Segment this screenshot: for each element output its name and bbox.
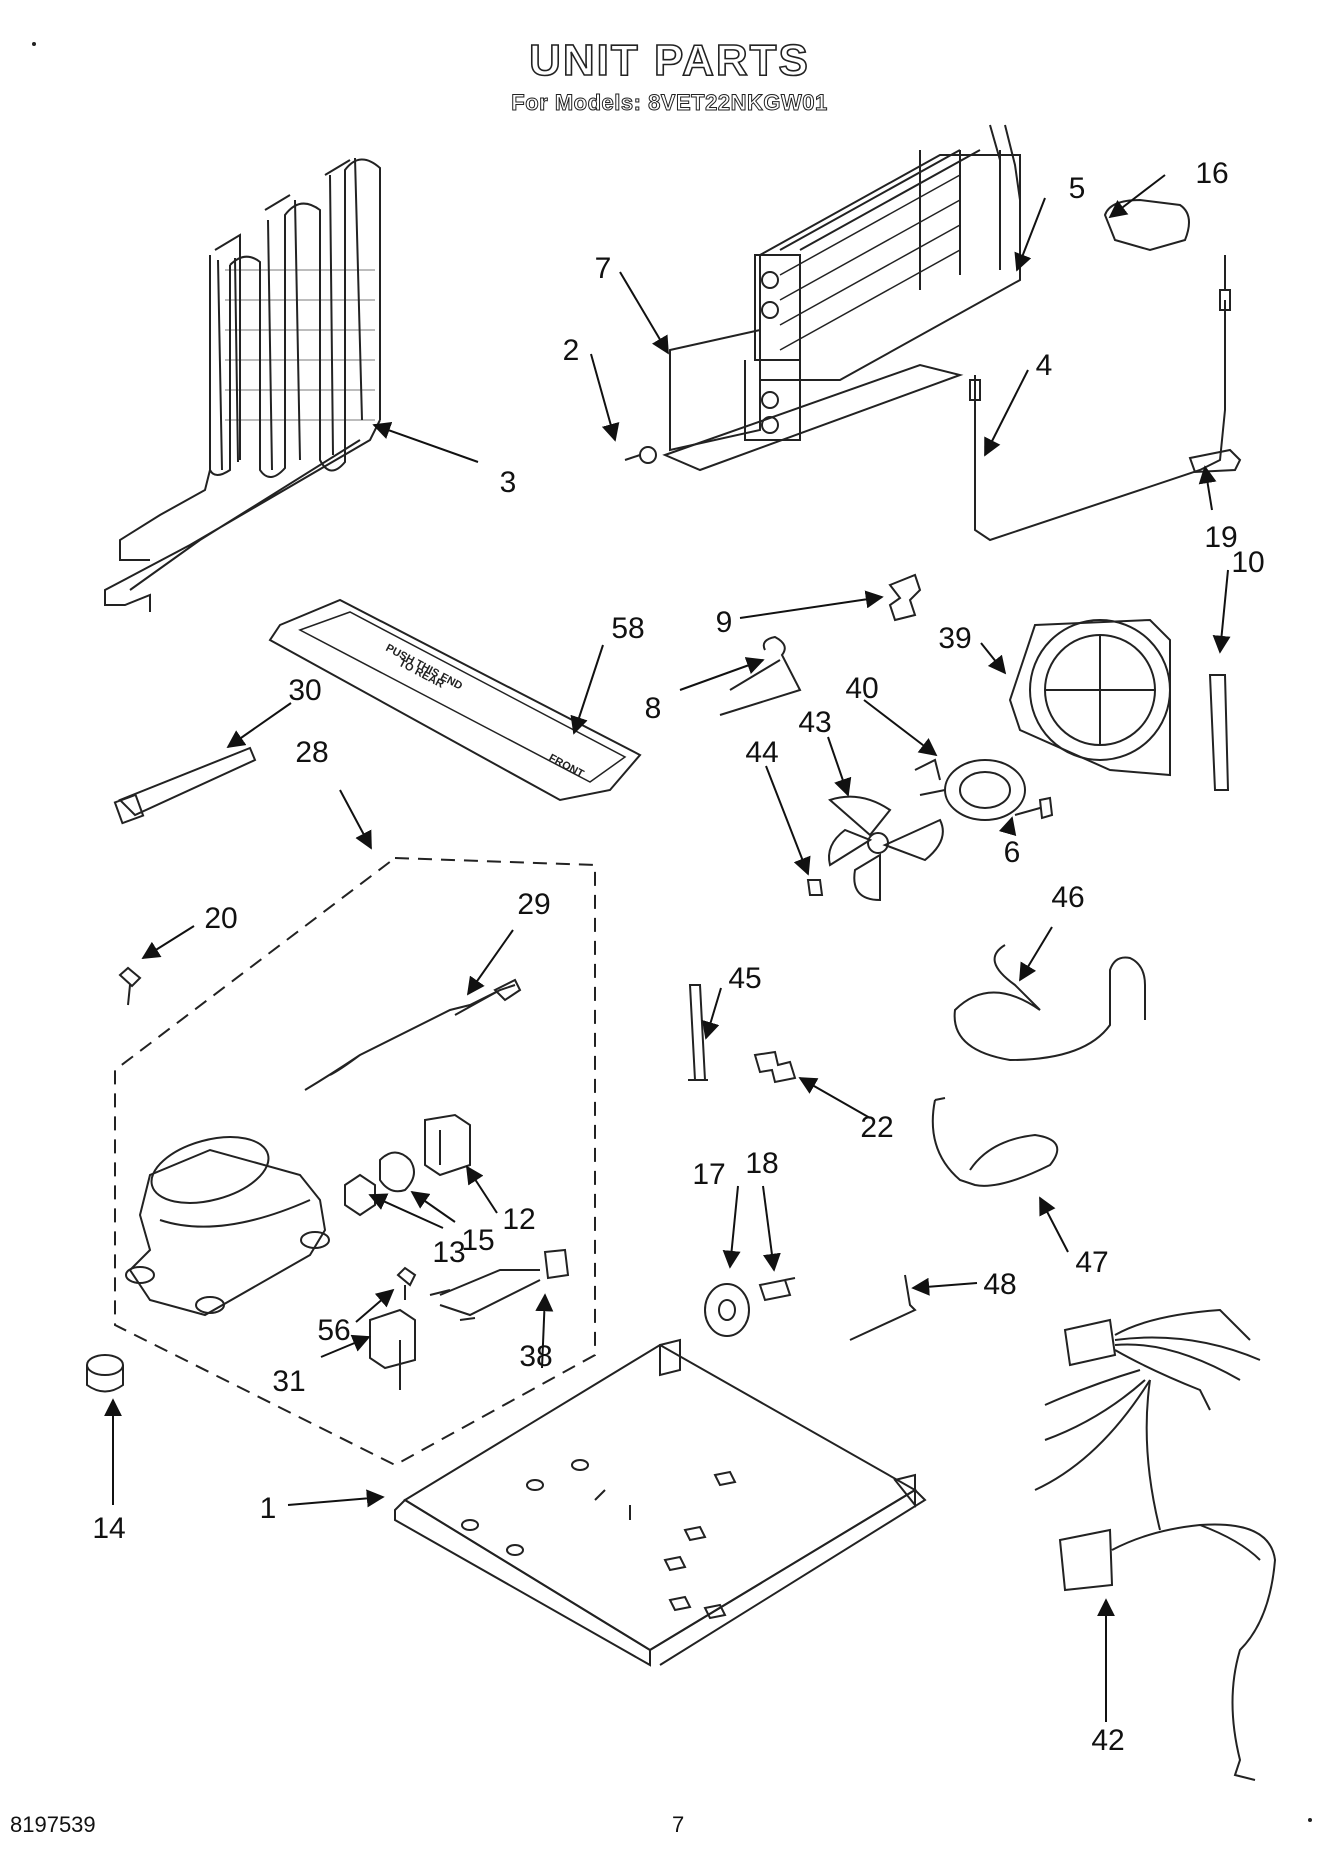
cable-tie [113, 746, 257, 825]
callout-12: 12 [502, 1203, 535, 1236]
page-number: 7 [672, 1812, 685, 1837]
relay-15 [379, 1151, 415, 1193]
clip-22 [753, 1050, 797, 1084]
callout-58: 58 [611, 612, 644, 645]
callout-42: 42 [1091, 1724, 1124, 1757]
screw-6 [1014, 796, 1054, 820]
document-number: 8197539 [10, 1812, 96, 1837]
relay-12 [424, 1113, 471, 1177]
callout-20: 20 [204, 902, 237, 935]
capacitor-31 [369, 1308, 416, 1390]
callout-46: 46 [1051, 881, 1084, 914]
evaporator-assembly [624, 124, 1021, 472]
model-subtitle: For Models: 8VET22NKGW01 [511, 90, 828, 116]
clip-part [1188, 448, 1242, 474]
callout-22: 22 [860, 1111, 893, 1144]
lamp-socket [719, 635, 802, 716]
callout-3: 3 [500, 466, 517, 499]
roller-17 [704, 1283, 750, 1337]
fan-motor [914, 758, 1026, 821]
callout-29: 29 [517, 888, 550, 921]
callout-15: 15 [461, 1224, 494, 1257]
callout-5: 5 [1069, 172, 1086, 205]
compressor [125, 1136, 330, 1317]
callout-10: 10 [1231, 546, 1264, 579]
screw-20 [118, 966, 142, 1006]
callout-44: 44 [745, 736, 778, 769]
callout-43: 43 [798, 706, 831, 739]
callout-1: 1 [260, 1492, 277, 1525]
callout-39: 39 [938, 622, 971, 655]
callout-9: 9 [716, 606, 733, 639]
retainer-44 [806, 879, 824, 896]
wiring-harness [1034, 1308, 1277, 1781]
callout-31: 31 [272, 1365, 305, 1398]
tube-46 [953, 944, 1146, 1062]
callout-17: 17 [692, 1158, 725, 1191]
grommet-14 [86, 1354, 124, 1393]
drier-part [304, 978, 522, 1091]
callout-7: 7 [595, 252, 612, 285]
condenser-coil [104, 157, 381, 612]
callout-45: 45 [728, 962, 761, 995]
strip-part [1208, 674, 1230, 791]
callout-18: 18 [745, 1147, 778, 1180]
callout-16: 16 [1195, 157, 1228, 190]
callout-48: 48 [983, 1268, 1016, 1301]
tube-47 [931, 1097, 1059, 1187]
callout-56: 56 [317, 1314, 350, 1347]
base-plate [394, 1338, 927, 1667]
callout-14: 14 [92, 1512, 125, 1545]
compressor-group-boundary [114, 856, 596, 1467]
corner-dot-top [32, 42, 36, 46]
callout-40: 40 [845, 672, 878, 705]
callout-28: 28 [295, 736, 328, 769]
callout-2: 2 [563, 334, 580, 367]
fan-blade [828, 795, 944, 902]
fan-shroud [1008, 618, 1171, 777]
callout-6: 6 [1004, 836, 1021, 869]
screw-56 [396, 1266, 417, 1300]
callout-38: 38 [519, 1340, 552, 1373]
page-title: UNIT PARTS [528, 35, 810, 86]
callout-30: 30 [288, 674, 321, 707]
corner-dot-bottom [1308, 1818, 1312, 1822]
callout-19: 19 [1204, 521, 1237, 554]
defrost-thermistor-lead [969, 255, 1231, 542]
callout-4: 4 [1036, 349, 1053, 382]
pin-45 [688, 984, 708, 1081]
bracket-clip [888, 573, 922, 622]
callout-47: 47 [1075, 1246, 1108, 1279]
wire-harness-38 [429, 1248, 570, 1321]
tube-48 [849, 1274, 917, 1341]
drain-tray [268, 598, 642, 802]
tray-label-front: FRONT [547, 752, 586, 781]
callout-13: 13 [432, 1236, 465, 1269]
tray-label-line1: PUSH THIS END [384, 642, 465, 693]
axle-18 [758, 1277, 796, 1302]
callout-8: 8 [645, 692, 662, 725]
cap-part [1103, 198, 1190, 252]
